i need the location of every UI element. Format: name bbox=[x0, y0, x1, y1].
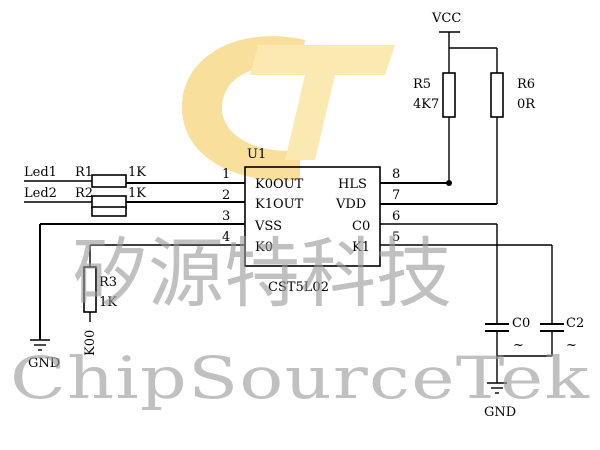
r6-ref: R6 bbox=[517, 77, 535, 92]
pin-7-name: VDD bbox=[335, 197, 366, 212]
c2-value: ~ bbox=[566, 338, 577, 353]
ic-ref: U1 bbox=[247, 147, 266, 162]
r1-ref: R1 bbox=[75, 165, 93, 180]
pin-2-name: K1OUT bbox=[255, 197, 304, 212]
pin-1-number: 1 bbox=[222, 167, 230, 182]
r3-ref: R3 bbox=[99, 275, 117, 290]
c0-ref: C0 bbox=[512, 316, 530, 331]
watermark-english: ChipSourceTek bbox=[10, 344, 590, 412]
c0-value: ~ bbox=[513, 338, 524, 353]
r2-body bbox=[91, 195, 127, 209]
pin-6-name: C0 bbox=[352, 219, 370, 234]
pin-3-number: 3 bbox=[222, 209, 230, 224]
k00-net-label: K00 bbox=[83, 330, 98, 356]
r2-body-lower bbox=[91, 206, 127, 217]
ic-part-number: CST5L02 bbox=[268, 280, 329, 295]
pin-8-number: 8 bbox=[392, 167, 400, 182]
pin-6-number: 6 bbox=[392, 209, 400, 224]
r6-value: 0R bbox=[517, 97, 536, 112]
r5-ref: R5 bbox=[413, 77, 431, 92]
chipsourcetek-logo bbox=[181, 36, 395, 181]
pin-4-number: 4 bbox=[222, 230, 230, 245]
pin-3-name: VSS bbox=[254, 219, 282, 234]
pin-2-number: 2 bbox=[222, 188, 230, 203]
led2-label: Led2 bbox=[24, 186, 57, 201]
watermark-chinese: 矽源特科技 bbox=[72, 229, 452, 318]
pin-4-name: K0 bbox=[255, 240, 273, 255]
r2-ref: R2 bbox=[75, 186, 93, 201]
pin-5-number: 5 bbox=[392, 230, 400, 245]
logo-swoosh bbox=[181, 36, 305, 181]
r2-value: 1K bbox=[128, 186, 146, 201]
r5-value: 4K7 bbox=[413, 97, 439, 112]
pin-1-name: K0OUT bbox=[255, 177, 304, 192]
ic-body bbox=[244, 166, 381, 267]
pin-8-name: HLS bbox=[338, 177, 367, 192]
pin-5-name: K1 bbox=[352, 240, 370, 255]
logo-t-mark bbox=[250, 45, 395, 160]
vcc-label: VCC bbox=[431, 11, 461, 26]
gnd-right-label: GND bbox=[484, 405, 516, 420]
r6-body bbox=[490, 72, 504, 118]
c2-ref: C2 bbox=[566, 316, 584, 331]
r3-value: 1K bbox=[99, 295, 117, 310]
gnd-left-label: GND bbox=[28, 356, 60, 371]
pin-7-number: 7 bbox=[392, 188, 400, 203]
r1-body bbox=[91, 174, 127, 188]
led1-label: Led1 bbox=[24, 165, 57, 180]
r5-body bbox=[442, 72, 456, 118]
r1-value: 1K bbox=[128, 165, 146, 180]
